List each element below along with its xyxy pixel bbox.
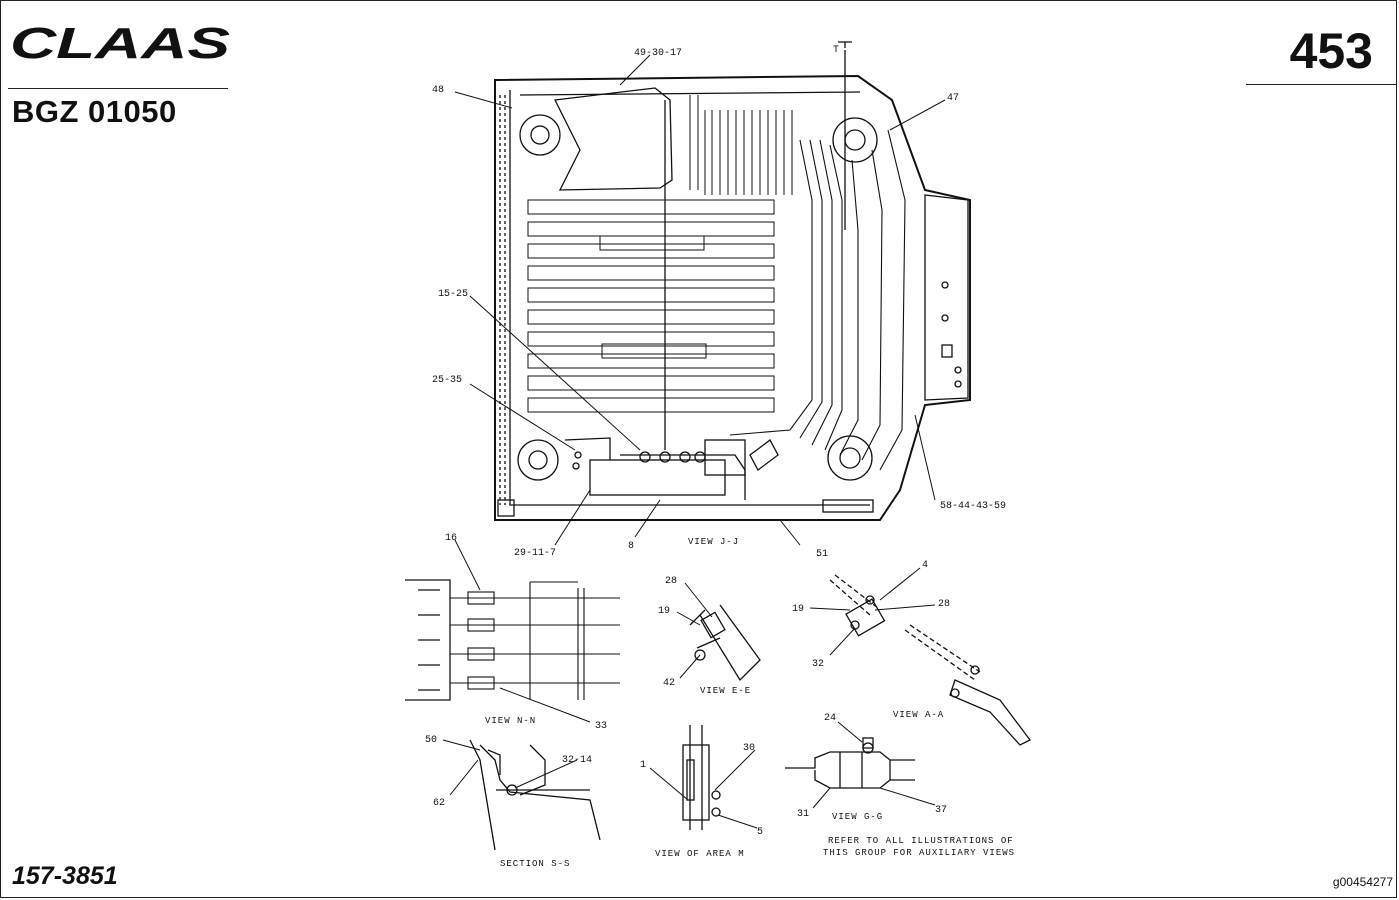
- label-note-line1: REFER TO ALL ILLUSTRATIONS OF: [828, 836, 1014, 846]
- view-aa-detail: [829, 574, 1031, 746]
- label-c15-25: 15-25: [438, 289, 468, 300]
- label-c49-30-17: 49-30-17: [634, 48, 682, 59]
- label-c28a: 28: [665, 576, 677, 587]
- label-c50: 50: [425, 735, 437, 746]
- label-c51: 51: [816, 549, 828, 560]
- label-c19a: 19: [658, 606, 670, 617]
- label-c30: 30: [743, 743, 755, 754]
- label-c24: 24: [824, 713, 836, 724]
- label-note-line2: THIS GROUP FOR AUXILIARY VIEWS: [823, 848, 1015, 858]
- document-code: BGZ 01050: [12, 94, 177, 129]
- label-c28b: 28: [938, 599, 950, 610]
- svg-text:CLAAS: CLAAS: [10, 24, 230, 64]
- label-section-ss: SECTION S-S: [500, 859, 570, 869]
- label-c32-14: 32-14: [562, 755, 592, 766]
- label-c4: 4: [922, 560, 928, 571]
- main-assembly: [494, 41, 971, 521]
- label-c42: 42: [663, 678, 675, 689]
- label-view-gg: VIEW G-G: [832, 812, 883, 822]
- label-view-area-m: VIEW OF AREA M: [655, 849, 745, 859]
- label-c16: 16: [445, 533, 457, 544]
- label-c1: 1: [640, 760, 646, 771]
- label-c8: 8: [628, 541, 634, 552]
- label-c58-44-43-59: 58-44-43-59: [940, 501, 1006, 512]
- header-rule-right: [1246, 84, 1396, 85]
- view-ee-detail: [689, 604, 761, 682]
- label-view-jj: VIEW J-J: [688, 537, 739, 547]
- label-c47: 47: [947, 93, 959, 104]
- section-ss-detail: [469, 739, 601, 851]
- view-nn-detail: [405, 579, 620, 701]
- label-c5: 5: [757, 827, 763, 838]
- view-area-m-detail: [682, 725, 721, 830]
- label-c62: 62: [433, 798, 445, 809]
- label-c33: 33: [595, 721, 607, 732]
- label-c31: 31: [797, 809, 809, 820]
- label-c48: 48: [432, 85, 444, 96]
- image-id: g00454277: [1332, 875, 1393, 889]
- label-c37: 37: [935, 805, 947, 816]
- label-c19b: 19: [792, 604, 804, 615]
- claas-logo: CLAAS CLAAS: [10, 24, 230, 64]
- part-number: 157-3851: [12, 862, 118, 890]
- label-view-ee: VIEW E-E: [700, 686, 751, 696]
- label-view-aa: VIEW A-A: [893, 710, 944, 720]
- page-number: 453: [1289, 23, 1373, 79]
- label-view-nn: VIEW N-N: [485, 716, 536, 726]
- view-gg-detail: [785, 737, 915, 789]
- label-c29-11-7: 29-11-7: [514, 548, 556, 559]
- label-c25-35: 25-35: [432, 375, 462, 386]
- header-rule-left: [8, 88, 228, 89]
- label-c32: 32: [812, 659, 824, 670]
- label-section-t: T: [833, 45, 839, 56]
